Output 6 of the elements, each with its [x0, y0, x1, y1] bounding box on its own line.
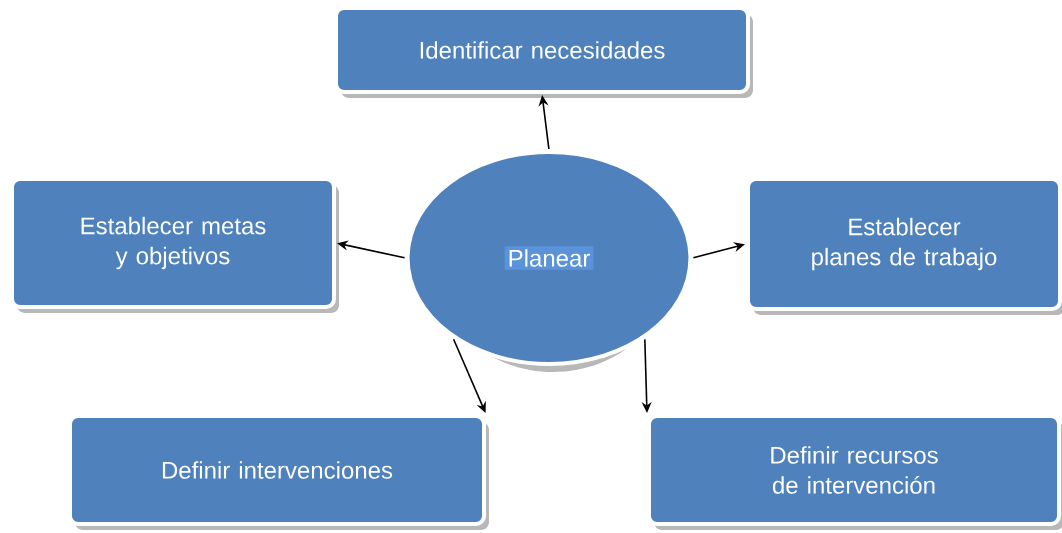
circle-node: Planear [405, 150, 693, 372]
process-box: Identificar necesidades [334, 6, 753, 98]
process-box: Establecer planes de trabajo [746, 177, 1062, 315]
process-box: Definir recursos de intervención [647, 414, 1062, 530]
process-box: Establecer metas y objetivos [10, 177, 339, 313]
process-box: Definir intervenciones [68, 414, 489, 530]
